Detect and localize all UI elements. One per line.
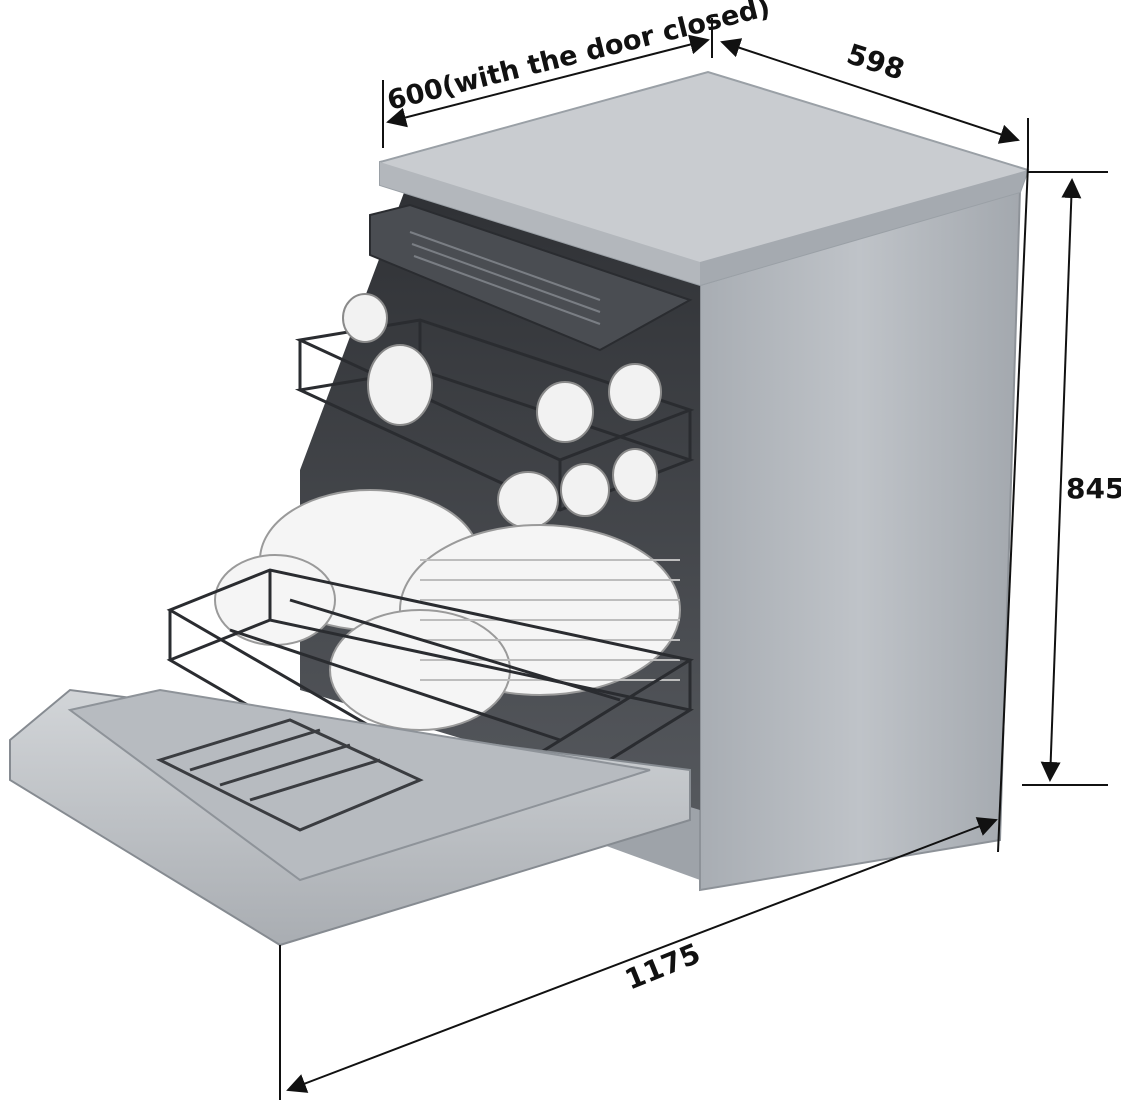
depth-open-arrow — [286, 817, 998, 1093]
depth-closed-arrow — [386, 34, 710, 128]
height-arrow — [1040, 178, 1082, 782]
cutlery-tray — [409, 231, 601, 325]
top-front-edge — [380, 162, 700, 285]
side-panel — [699, 188, 1022, 892]
door-inner-panel — [67, 688, 651, 882]
dishwasher-illustration — [9, 70, 1030, 947]
dimension-lines — [279, 18, 1108, 1100]
cutlery-basket — [155, 718, 424, 832]
width-arrow — [720, 38, 1020, 144]
depth-open-label: 1175 — [620, 937, 705, 997]
plate-edges — [420, 559, 680, 681]
control-panel — [369, 203, 693, 352]
overall-right-edge — [997, 164, 1029, 853]
height-label: 845 — [1066, 472, 1121, 505]
cups — [342, 293, 662, 529]
top-right-edge — [700, 170, 1028, 285]
width-label: 598 — [843, 37, 909, 86]
